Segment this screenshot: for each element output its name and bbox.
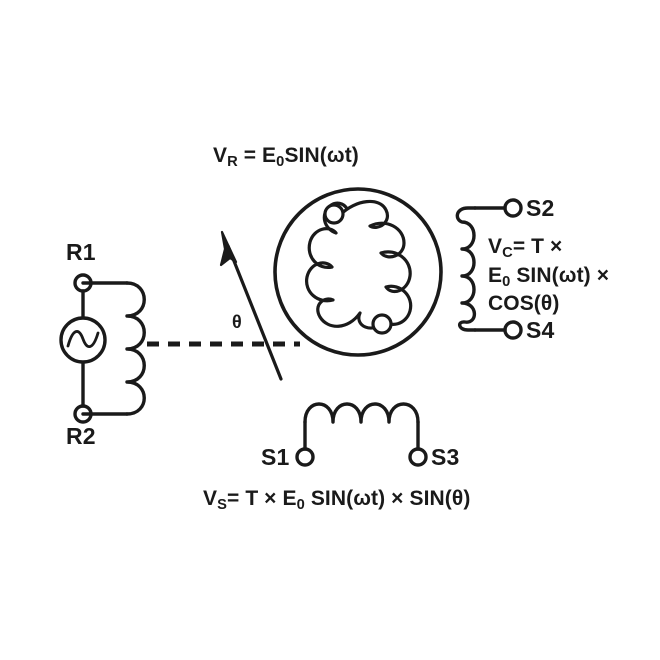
formula-vr-e-sub: 0 xyxy=(276,154,285,171)
vc-line1-text: = T × xyxy=(512,235,563,258)
label-s4: S4 xyxy=(526,317,555,343)
label-s1: S1 xyxy=(261,444,290,470)
rotor-angle-arrow-shaft xyxy=(226,244,283,381)
formula-vr-sub: R xyxy=(227,154,238,171)
vc-var: V xyxy=(488,235,503,258)
vs-e-sub: 0 xyxy=(296,497,305,514)
vc-line2-text: SIN(ωt) × xyxy=(516,263,610,287)
stator-cos-formula-line-3: COS(θ) xyxy=(488,292,560,316)
label-r2: R2 xyxy=(66,423,96,449)
label-r1: R1 xyxy=(66,239,96,265)
rotor-winding-dot-top xyxy=(323,203,345,225)
label-s3: S3 xyxy=(431,444,460,470)
label-s2: S2 xyxy=(526,195,555,221)
label-theta-angle: θ xyxy=(232,312,242,332)
formula-vr-tail: SIN(ωt) xyxy=(284,144,359,167)
e0-var: E xyxy=(488,263,503,287)
terminal-s1-dot xyxy=(295,447,315,467)
rotor-winding-dot-bottom xyxy=(371,313,393,335)
terminal-s4-dot xyxy=(503,320,523,340)
e0-sub: 0 xyxy=(502,273,511,290)
terminal-s3-dot xyxy=(408,447,428,467)
vs-tail: SIN(ωt) × SIN(θ) xyxy=(310,487,471,510)
vs-sub: S xyxy=(217,497,228,514)
stator-cos-coil xyxy=(455,206,477,332)
rotor-primary-coil xyxy=(125,281,146,416)
rotor-winding-path xyxy=(305,200,413,330)
ac-sine-glyph xyxy=(66,330,100,348)
rotor-angle-arrowhead xyxy=(219,230,238,267)
vs-text: = T × E xyxy=(227,487,297,510)
stator-sin-coil xyxy=(303,402,420,424)
rotor-excitation-formula: VR = E0SIN(ωt) xyxy=(213,144,359,171)
vc-sub: C xyxy=(502,245,513,262)
rotor-body-circle xyxy=(273,187,443,357)
formula-vr-eq: = E xyxy=(237,144,277,167)
stator-sin-formula: VS= T × E0 SIN(ωt) × SIN(θ) xyxy=(203,487,471,514)
terminal-s2-dot xyxy=(503,198,523,218)
formula-vr-var: V xyxy=(213,144,228,167)
stator-cos-formula-line-2: E0 SIN(ωt) × xyxy=(488,263,610,291)
stator-cos-formula-line-1: VC= T × xyxy=(488,235,609,262)
vs-var: V xyxy=(203,487,218,510)
stator-cos-formula: VC= T × E0 SIN(ωt) × COS(θ) xyxy=(488,235,610,316)
